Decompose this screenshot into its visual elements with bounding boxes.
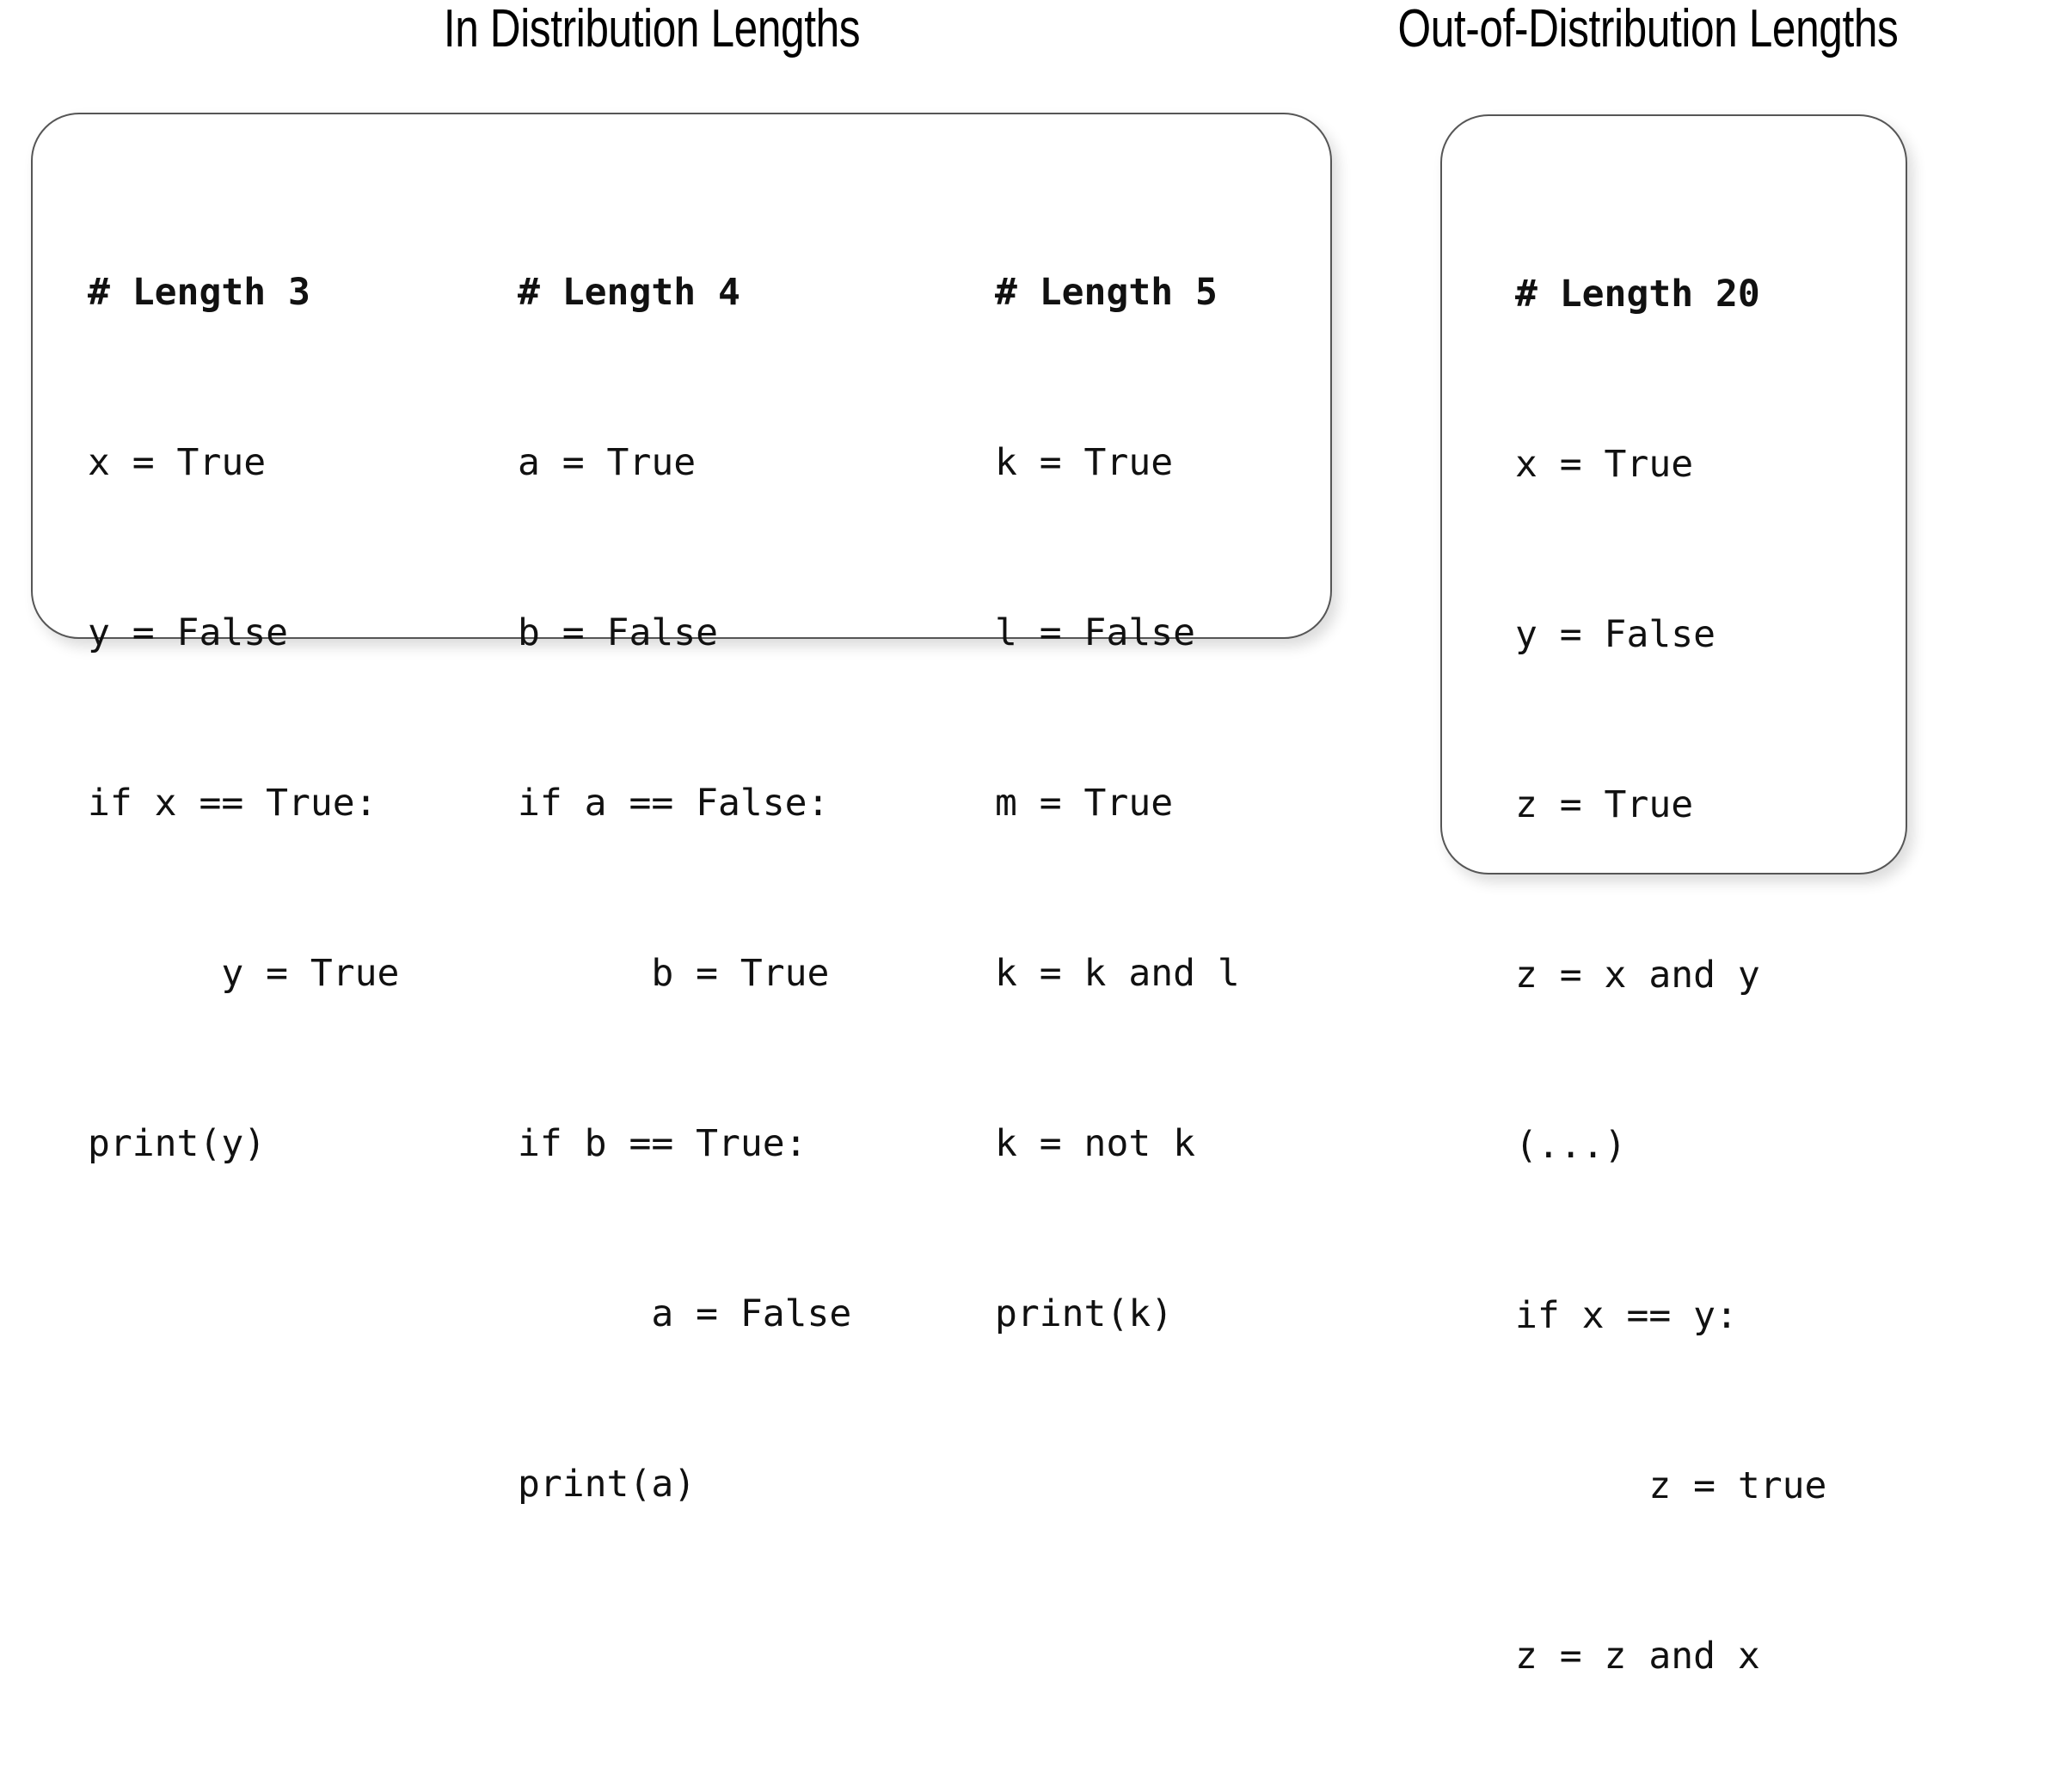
code-comment-length-3: # Length 3 [88, 271, 310, 314]
page-title-in-distribution: In Distribution Lengths [443, 0, 861, 58]
code-line: z = x and y [1515, 954, 1760, 997]
code-line: print(k) [995, 1292, 1174, 1335]
code-comment-length-5: # Length 5 [995, 271, 1218, 314]
code-block-length-5: # Length 5 k = True l = False m = True k… [995, 150, 1240, 1456]
code-line: (...) [1515, 1124, 1627, 1167]
code-block-length-4: # Length 4 a = True b = False if a == Fa… [518, 150, 851, 1626]
code-line: z = z and x [1515, 1635, 1760, 1678]
code-line: if b == True: [518, 1122, 807, 1165]
code-line: y = True [88, 952, 400, 995]
page-title-out-of-distribution: Out-of-Distribution Lengths [1397, 0, 1899, 58]
code-line: if a == False: [518, 782, 830, 825]
code-line: a = True [518, 441, 697, 484]
code-line: z = True [1515, 783, 1694, 826]
code-comment-length-20: # Length 20 [1515, 273, 1760, 316]
code-line: y = False [1515, 613, 1715, 656]
code-line: b = True [518, 952, 830, 995]
code-card-in-distribution: # Length 3 x = True y = False if x == Tr… [31, 113, 1332, 1506]
code-line: m = True [995, 782, 1174, 825]
code-column-group-in-distribution: # Length 3 x = True y = False if x == Tr… [33, 114, 1330, 1506]
code-line: k = True [995, 441, 1174, 484]
code-block-length-20: # Length 20 x = True y = False z = True … [1515, 152, 1826, 1792]
code-line: a = False [518, 1292, 852, 1335]
code-line: print(y) [88, 1122, 267, 1165]
code-line: k = k and l [995, 952, 1240, 995]
code-block-length-3: # Length 3 x = True y = False if x == Tr… [88, 150, 399, 1286]
code-line: k = not k [995, 1122, 1195, 1165]
code-line: print(a) [518, 1463, 697, 1506]
code-line: if x == y: [1515, 1294, 1738, 1337]
code-line: l = False [995, 611, 1195, 654]
code-column-group-out-of-distribution: # Length 20 x = True y = False z = True … [1442, 116, 1906, 1678]
code-line: x = True [1515, 443, 1694, 486]
code-comment-length-4: # Length 4 [518, 271, 740, 314]
code-line: y = False [88, 611, 288, 654]
code-line: z = true [1515, 1464, 1827, 1507]
code-line: if x == True: [88, 782, 377, 825]
code-card-out-of-distribution: # Length 20 x = True y = False z = True … [1440, 114, 1907, 1678]
code-line: b = False [518, 611, 718, 654]
code-line: x = True [88, 441, 267, 484]
